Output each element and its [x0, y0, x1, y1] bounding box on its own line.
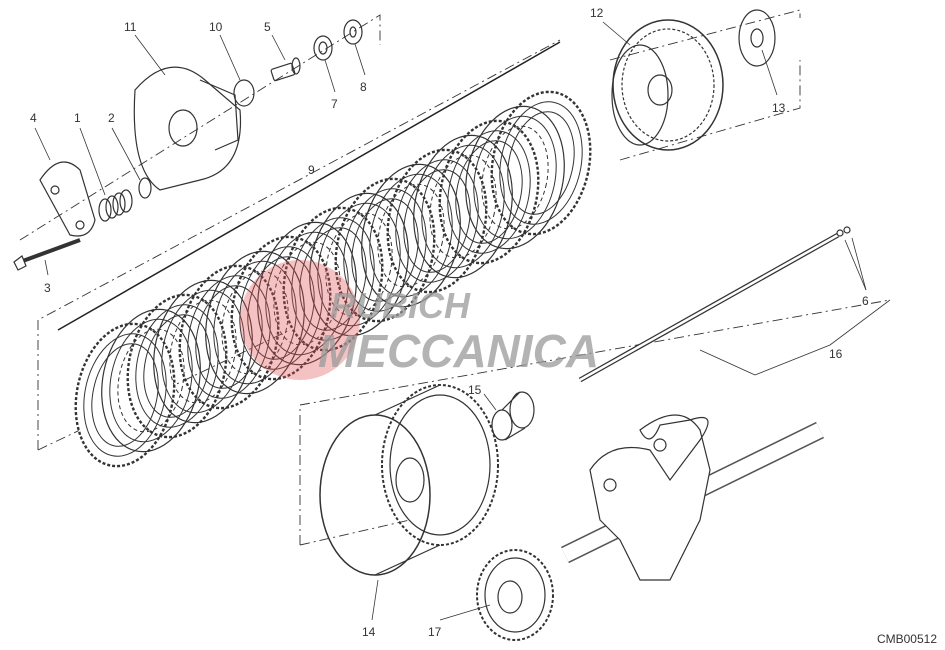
ring-part-2: [138, 177, 152, 199]
washer-part-8: [343, 19, 363, 45]
callout-3: 3: [44, 281, 51, 295]
callout-13: 13: [772, 101, 786, 115]
clutch-plate: [413, 134, 513, 279]
watermark-logo: RUBICH MECCANICA: [240, 260, 599, 380]
clutch-plate: [438, 119, 540, 265]
bushing-part-15: [491, 391, 535, 441]
leader-lines: [34, 21, 891, 621]
callout-8: 8: [360, 80, 367, 94]
callout-17: 17: [428, 625, 442, 639]
callout-4: 4: [30, 111, 37, 125]
clutch-plate-stack-part-9: [74, 90, 592, 468]
nut-part-7: [313, 35, 333, 61]
clutch-plate: [386, 148, 488, 294]
pushrod-part-16: [578, 232, 840, 383]
callout-1: 1: [74, 111, 81, 125]
clutch-hub-part-12: [611, 19, 724, 151]
callout-12: 12: [590, 6, 604, 20]
balls-part-6: [836, 226, 851, 237]
plate-stack-bracket: [57, 41, 561, 331]
clutch-plate: [282, 206, 384, 352]
callout-15: 15: [468, 383, 482, 397]
clutch-plate: [74, 322, 176, 468]
thrust-washer-part-13: [738, 9, 776, 67]
bearing-part-10: [233, 79, 255, 107]
callout-10: 10: [209, 20, 223, 34]
callout-9: 9: [308, 163, 315, 177]
clutch-basket-part-14: [319, 384, 499, 576]
drawing-code: CMB00512: [876, 632, 937, 646]
spring-part-1: [98, 189, 133, 222]
callout-2: 2: [108, 111, 115, 125]
callout-11: 11: [124, 20, 137, 34]
bolt-part-3: [13, 238, 81, 271]
pressure-plate-part-11: [133, 66, 242, 191]
watermark-line1: RUBICH: [330, 285, 471, 326]
cover-plate-part-4: [39, 161, 96, 237]
pin-part-5: [270, 57, 301, 82]
callout-14: 14: [362, 625, 376, 639]
callout-6: 6: [862, 294, 869, 308]
callout-7: 7: [331, 97, 338, 111]
clutch-plate: [465, 105, 565, 250]
callout-16: 16: [829, 347, 843, 361]
clutch-plate: [490, 90, 592, 236]
crankshaft: [561, 414, 824, 581]
clutch-plate: [101, 308, 201, 453]
watermark-line2: MECCANICA: [318, 325, 599, 377]
gear-part-17: [476, 549, 554, 641]
callout-5: 5: [264, 20, 271, 34]
clutch-plate: [334, 177, 436, 323]
